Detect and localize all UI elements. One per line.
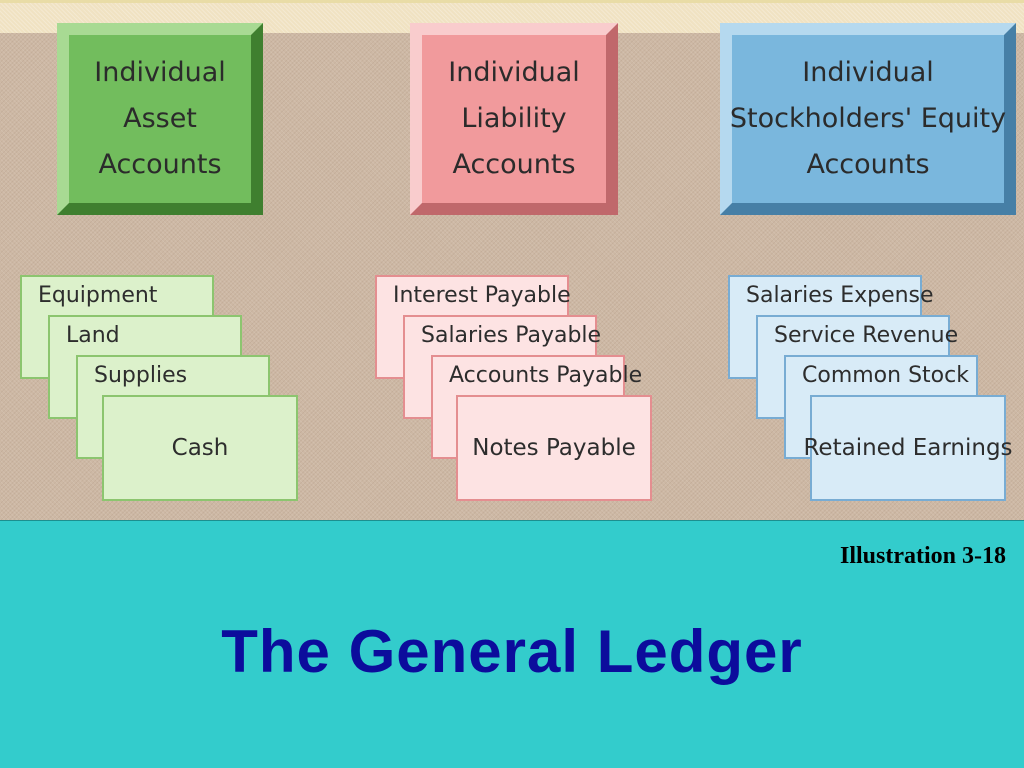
account-card-cash: Cash [102, 395, 298, 501]
account-card-retained-earnings: Retained Earnings [803, 395, 1013, 501]
title-banner: Illustration 3-18 The General Ledger [0, 520, 1024, 768]
header-line: Individual [802, 57, 934, 88]
ledger-diagram: Individual Asset Accounts Individual Lia… [0, 0, 1024, 520]
card-label: Salaries Expense [746, 283, 934, 308]
header-line: Asset [123, 103, 197, 134]
card-label: Salaries Payable [421, 323, 602, 348]
account-card-notes-payable: Notes Payable [456, 395, 652, 501]
equity-accounts-header: Individual Stockholders' Equity Accounts [720, 23, 1016, 215]
header-line: Liability [461, 103, 567, 134]
header-line: Accounts [806, 149, 930, 180]
card-label: Equipment [38, 283, 158, 308]
header-line: Accounts [452, 149, 576, 180]
header-line: Accounts [98, 149, 222, 180]
card-label: Interest Payable [393, 283, 571, 308]
card-label: Retained Earnings [803, 435, 1013, 461]
card-label: Land [66, 323, 120, 348]
card-label: Accounts Payable [449, 363, 643, 388]
illustration-label: Illustration 3-18 [839, 543, 1006, 569]
page-title: The General Ledger [221, 618, 803, 685]
liability-accounts-header: Individual Liability Accounts [410, 23, 618, 215]
card-label: Service Revenue [774, 323, 959, 348]
card-label: Supplies [94, 363, 188, 388]
card-label: Notes Payable [472, 435, 636, 461]
card-label: Cash [171, 435, 229, 461]
card-label: Common Stock [802, 363, 969, 388]
header-line: Stockholders' Equity [729, 103, 1007, 134]
asset-accounts-header: Individual Asset Accounts [57, 23, 263, 215]
header-line: Individual [94, 57, 226, 88]
header-line: Individual [448, 57, 580, 88]
